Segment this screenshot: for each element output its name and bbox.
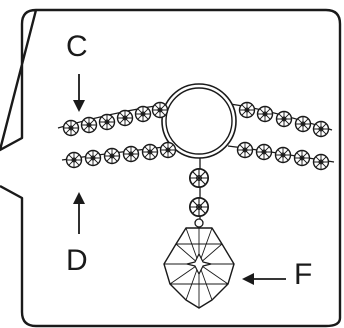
- bead-icon: [314, 122, 329, 137]
- bead-icon: [314, 155, 329, 170]
- bead-icon: [161, 143, 176, 158]
- bead-icon: [257, 145, 272, 160]
- upper-right-strand: [240, 103, 329, 137]
- arrow-down-icon: [73, 74, 85, 112]
- label-f: F: [294, 260, 312, 290]
- bead-icon: [240, 103, 255, 118]
- bead-icon: [67, 153, 82, 168]
- bead-icon: [277, 112, 292, 127]
- bead-icon: [136, 107, 151, 122]
- bead-icon: [258, 107, 273, 122]
- bead-icon: [105, 149, 120, 164]
- bead-icon: [124, 147, 139, 162]
- bead-icon: [153, 103, 168, 118]
- jump-ring-small-icon: [195, 219, 203, 227]
- bead-icon: [100, 115, 115, 130]
- bead-icon: [143, 145, 158, 160]
- bead-icon: [82, 118, 97, 133]
- bead-icon: [238, 143, 253, 158]
- bead-icon: [190, 169, 208, 187]
- bead-icon: [118, 111, 133, 126]
- bead-icon: [296, 117, 311, 132]
- drop-strand: [190, 169, 208, 227]
- label-d: D: [66, 246, 88, 276]
- lower-left-strand: [67, 143, 176, 168]
- label-c: C: [66, 32, 88, 62]
- arrow-up-icon: [73, 192, 85, 234]
- bead-icon: [86, 151, 101, 166]
- bead-icon: [190, 198, 208, 216]
- lower-right-strand: [238, 143, 329, 170]
- arrow-left-icon: [242, 273, 286, 285]
- bead-icon: [295, 151, 310, 166]
- bead-icon: [64, 121, 79, 136]
- crystal-pendant-icon: [164, 228, 234, 308]
- bead-icon: [276, 148, 291, 163]
